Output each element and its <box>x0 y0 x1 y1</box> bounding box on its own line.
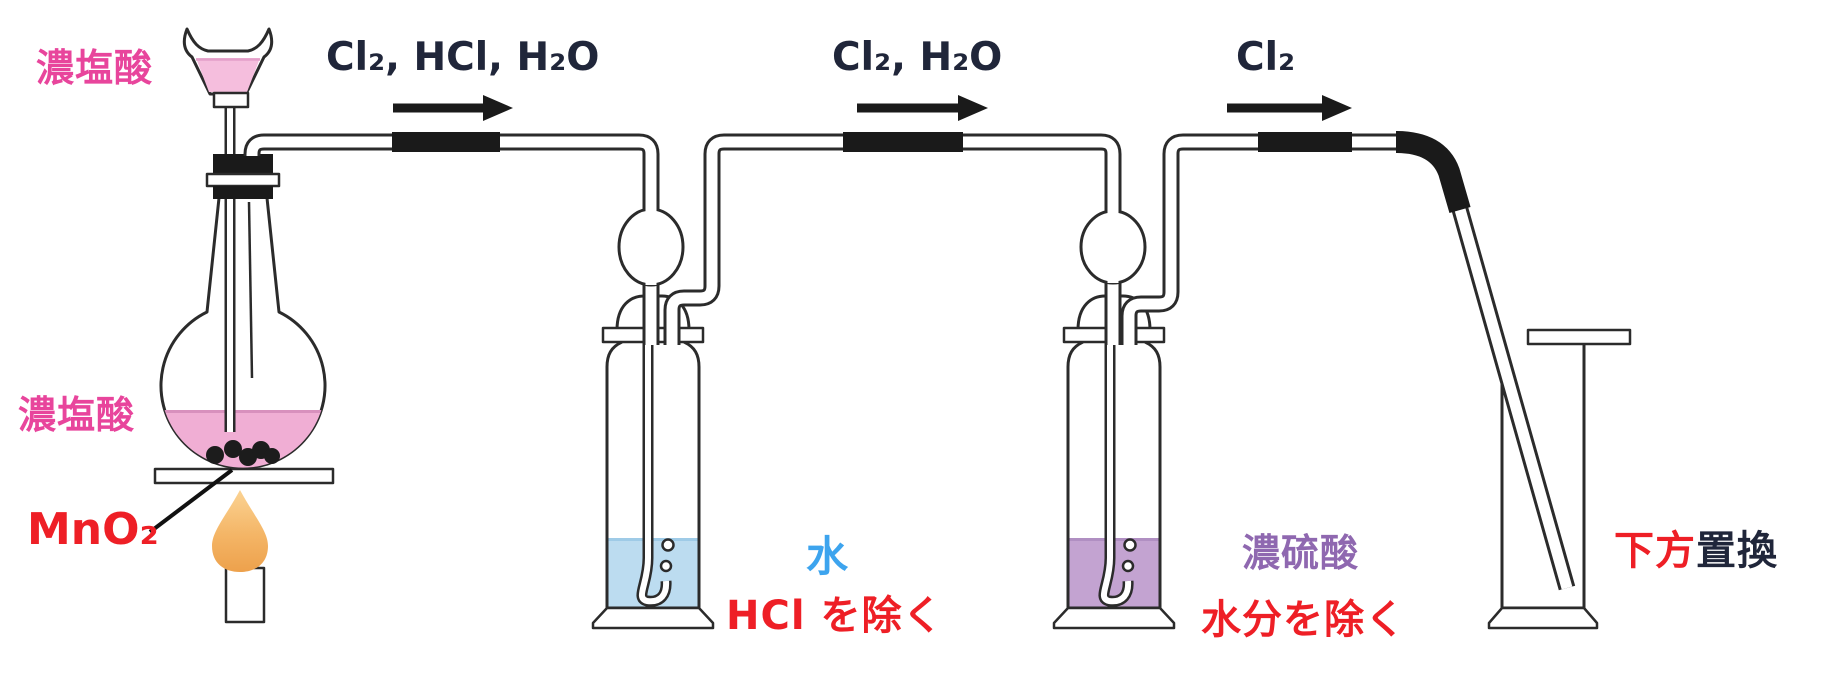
rubber-elbow-connector <box>1395 131 1471 214</box>
dropping-funnel <box>182 27 274 109</box>
funnel-liquid <box>196 58 260 92</box>
burner-body <box>224 566 266 624</box>
glass-lid <box>1526 328 1632 346</box>
gas-washing-bottle-2 <box>1052 294 1176 630</box>
delivery-tube-2 <box>663 133 1122 345</box>
flame-shape <box>212 490 268 572</box>
bubble <box>1123 538 1137 552</box>
rubber-stopper <box>205 154 281 199</box>
ceramic-plate <box>153 467 335 485</box>
funnel-reagent-label: 濃塩酸 <box>36 46 154 90</box>
gas-stream-3-label: Cl₂ <box>1236 35 1296 80</box>
gas-washing-bottle-1 <box>591 294 715 630</box>
bubble <box>661 538 675 552</box>
safety-bulb-2 <box>1079 209 1147 285</box>
flame <box>212 490 268 572</box>
safety-bulb-1 <box>617 207 685 287</box>
gas-stream-2-label: Cl₂, H₂O <box>832 35 1003 80</box>
collection-method-label: 下方置換 <box>1614 531 1778 571</box>
flow-arrow-1 <box>393 95 513 121</box>
bottle2-content-label: 濃硫酸 <box>1242 531 1360 575</box>
bottle2-foot <box>1052 606 1176 630</box>
flow-arrow-3 <box>1227 95 1352 121</box>
bubble <box>1121 559 1135 573</box>
bubble <box>659 559 673 573</box>
bottle2-purpose-label: 水分を除く <box>1201 597 1406 643</box>
flow-arrow-2 <box>857 95 988 121</box>
flask-neck-inner-line <box>247 201 254 379</box>
bottle1-content-label: 水 <box>806 532 850 581</box>
flask-reagent-label: 濃塩酸 <box>18 393 136 437</box>
gas-stream-1-label: Cl₂, HCl, H₂O <box>326 35 600 80</box>
catalyst-label: MnO₂ <box>27 504 159 555</box>
collection-method-red-part: 下方 <box>1614 528 1696 574</box>
bottle1-foot <box>591 606 715 630</box>
cylinder-foot <box>1487 606 1599 630</box>
bottle1-purpose-label: HCl を除く <box>726 593 944 639</box>
mno2-pointer-line <box>148 468 234 534</box>
round-bottom-flask <box>159 100 327 470</box>
collection-method-black-part: 置換 <box>1696 528 1778 574</box>
delivery-tube-1 <box>243 133 660 345</box>
burner <box>224 566 266 624</box>
mno2-granules <box>206 440 280 466</box>
funnel-collar <box>212 91 250 109</box>
